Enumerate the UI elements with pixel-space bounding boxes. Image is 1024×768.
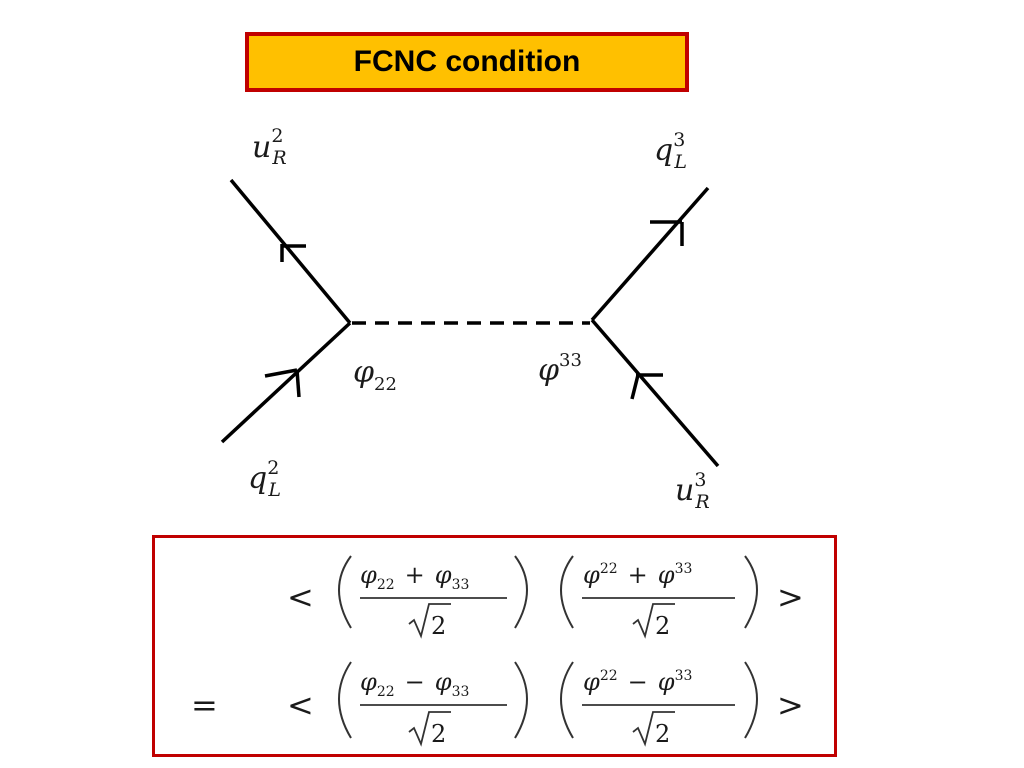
label-vertex-right: φ33 (538, 350, 582, 388)
equation-svg: < φ22+φ33 2 φ22+φ33 (191, 555, 804, 748)
fermion-line-top-left (229, 178, 352, 325)
paren-open-1b (560, 555, 574, 629)
paren-open-2b (560, 661, 574, 739)
numerator-1b: φ22+φ33 (583, 561, 692, 589)
title-box: FCNC condition (245, 32, 689, 92)
paren-open-1a (338, 555, 352, 629)
numerator-2b: φ22−φ33 (583, 668, 692, 696)
fermion-line-bottom-right (590, 318, 720, 468)
sqrt-2a: 2 (408, 711, 451, 748)
svg-text:2: 2 (431, 612, 446, 640)
svg-text:2: 2 (655, 612, 670, 640)
svg-text:2: 2 (655, 720, 670, 748)
paren-open-2a (338, 661, 352, 739)
svg-text:2: 2 (431, 720, 446, 748)
equation-row-2: = < φ22−φ33 2 φ22−φ33 (191, 661, 804, 748)
paren-close-1a (514, 555, 528, 629)
arrow-top-left-icon (280, 244, 306, 262)
sqrt-1b: 2 (632, 603, 675, 640)
arrow-bottom-right-icon (630, 373, 663, 400)
arrow-top-right-icon (650, 220, 684, 246)
equals-sign: = (191, 686, 218, 724)
slide-title: FCNC condition (353, 45, 581, 78)
numerator-2a: φ22−φ33 (360, 668, 469, 700)
sqrt-2b: 2 (632, 711, 675, 748)
angle-close-1: > (777, 578, 804, 616)
equation-box: < φ22+φ33 2 φ22+φ33 (152, 535, 837, 757)
angle-open-1: < (287, 578, 314, 616)
angle-open-2: < (287, 686, 314, 724)
numerator-1a: φ22+φ33 (360, 561, 469, 593)
equation-row-1: < φ22+φ33 2 φ22+φ33 (287, 555, 804, 640)
sqrt-1a: 2 (408, 603, 451, 640)
label-vertex-left: φ22 (353, 355, 397, 395)
fermion-line-top-right (590, 186, 710, 322)
angle-close-2: > (777, 686, 804, 724)
paren-close-2b (744, 661, 758, 739)
paren-close-1b (744, 555, 758, 629)
paren-close-2a (514, 661, 528, 739)
fermion-line-bottom-left (220, 321, 352, 444)
arrow-bottom-left-icon (264, 368, 301, 398)
